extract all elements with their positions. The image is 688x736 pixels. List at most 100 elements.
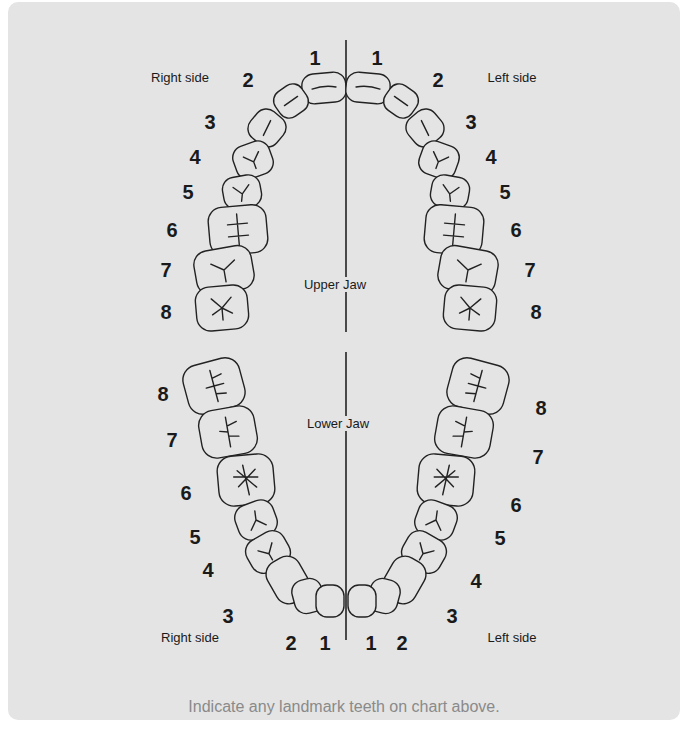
label-holder: 5: [182, 182, 193, 203]
label-holder: 7: [166, 430, 177, 451]
side-label: Left side: [485, 630, 538, 645]
caption: Indicate any landmark teeth on chart abo…: [188, 698, 499, 715]
label-holder: 4: [470, 571, 481, 592]
chart-panel: [8, 2, 680, 720]
tooth-number: 8: [160, 302, 171, 322]
tooth-groove: [284, 96, 297, 105]
tooth-number: 3: [446, 606, 457, 626]
label-holder: 2: [285, 633, 296, 654]
tooth-number: 2: [432, 70, 443, 90]
tooth-number: 6: [510, 220, 521, 240]
lower-right-teeth: [180, 354, 344, 617]
tooth-groove: [233, 185, 251, 203]
label-holder: 8: [157, 384, 168, 405]
label-holder: 4: [189, 147, 200, 168]
tooth-number: 7: [166, 430, 177, 450]
tooth-groove: [260, 121, 273, 136]
tooth-number: 6: [510, 495, 521, 515]
tooth-groove: [243, 152, 263, 172]
label-holder: 6: [510, 495, 521, 516]
label-holder: 1: [371, 48, 382, 69]
tooth-number: 4: [470, 571, 481, 591]
tooth-groove: [211, 260, 238, 284]
side-label: Upper Jaw: [302, 277, 368, 292]
tooth-number: 4: [485, 147, 496, 167]
label-holder: 8: [530, 302, 541, 323]
upper-right-teeth: [192, 71, 348, 332]
tooth-groove: [245, 509, 266, 530]
tooth-outline: [196, 404, 259, 461]
tooth-number: 5: [494, 528, 505, 548]
tooth-number: 1: [309, 48, 320, 68]
tooth: [194, 284, 250, 332]
side-label: Right side: [159, 630, 221, 645]
label-holder: 7: [524, 260, 535, 281]
tooth: [216, 453, 276, 508]
tooth-number: 6: [166, 220, 177, 240]
label-holder: 2: [242, 70, 253, 91]
label-holder: 7: [160, 260, 171, 281]
tooth-number: 7: [532, 447, 543, 467]
tooth-number: 7: [524, 260, 535, 280]
label-holder: 2: [396, 633, 407, 654]
tooth-number: 4: [202, 560, 213, 580]
label-holder: 4: [485, 147, 496, 168]
label-holder: 3: [222, 606, 233, 627]
tooth-groove: [227, 213, 250, 247]
tooth-number: 8: [157, 384, 168, 404]
label-holder: 8: [535, 398, 546, 419]
tooth-number: 1: [371, 48, 382, 68]
side-label: Lower Jaw: [305, 416, 371, 431]
tooth-groove: [218, 415, 241, 448]
label-holder: 3: [446, 606, 457, 627]
label-holder: 6: [166, 220, 177, 241]
label-holder: 1: [365, 633, 376, 654]
tooth-number: 3: [465, 112, 476, 132]
tooth: [316, 585, 344, 617]
tooth-outline: [194, 284, 250, 332]
label-holder: 5: [494, 528, 505, 549]
label-holder: Upper Jaw: [302, 275, 368, 293]
label-holder: 8: [160, 302, 171, 323]
tooth-number: 8: [535, 398, 546, 418]
upper-left-teeth: [345, 71, 501, 332]
tooth-number: 1: [365, 633, 376, 653]
label-holder: 7: [532, 447, 543, 468]
lower-left-teeth: [348, 354, 512, 617]
label-holder: Left side: [485, 628, 538, 646]
tooth-number: 5: [182, 182, 193, 202]
side-label: Left side: [485, 70, 538, 85]
tooth-number: 1: [319, 633, 330, 653]
tooth-groove: [202, 368, 228, 404]
side-label: Right side: [149, 70, 211, 85]
tooth-groove: [312, 85, 336, 89]
tooth-number: 5: [499, 182, 510, 202]
tooth-number: 3: [204, 112, 215, 132]
tooth-outline: [216, 453, 276, 508]
label-holder: 3: [465, 112, 476, 133]
label-holder: Right side: [149, 68, 211, 86]
tooth-groove: [211, 297, 233, 321]
label-holder: Right side: [159, 628, 221, 646]
tooth-number: 2: [396, 633, 407, 653]
tooth-number: 4: [189, 147, 200, 167]
tooth-number: 6: [180, 483, 191, 503]
caption-holder: Indicate any landmark teeth on chart abo…: [188, 697, 499, 716]
tooth-outline: [316, 585, 344, 617]
tooth-groove: [233, 464, 260, 496]
label-holder: 4: [202, 560, 213, 581]
midline: [345, 352, 347, 640]
label-holder: 2: [432, 70, 443, 91]
tooth-number: 5: [189, 527, 200, 547]
label-holder: 3: [204, 112, 215, 133]
label-holder: 6: [180, 483, 191, 504]
label-holder: Left side: [485, 68, 538, 86]
label-holder: Lower Jaw: [305, 414, 371, 432]
tooth-number: 2: [242, 70, 253, 90]
label-holder: 1: [309, 48, 320, 69]
tooth-number: 3: [222, 606, 233, 626]
tooth-number: 7: [160, 260, 171, 280]
tooth: [196, 404, 259, 461]
label-holder: 5: [499, 182, 510, 203]
